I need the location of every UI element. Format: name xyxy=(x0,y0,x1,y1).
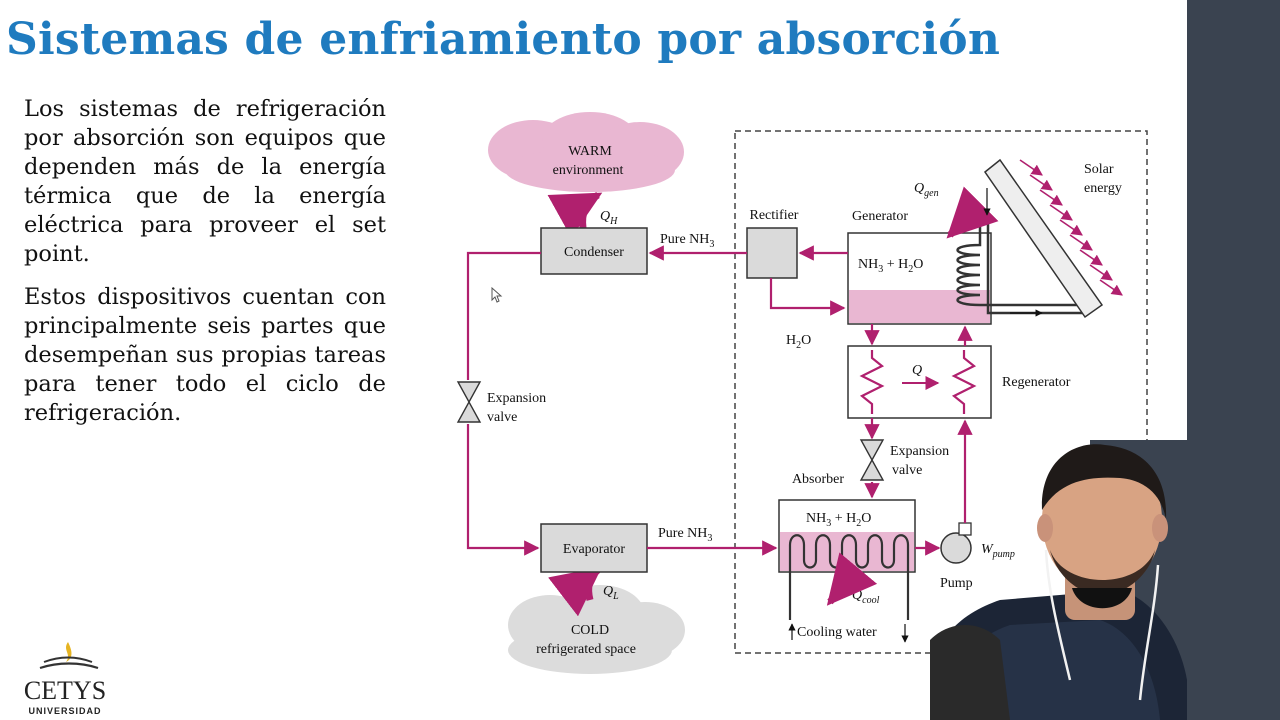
condenser-box xyxy=(540,227,648,275)
absorber-mixture-label: NH3 + H2O xyxy=(806,511,871,529)
absorber-label: Absorber xyxy=(792,472,844,487)
warm-environment-cloud: WARM environment xyxy=(488,112,684,192)
qh-label: QH xyxy=(600,209,618,227)
warm-label: WARM xyxy=(568,144,612,159)
expansion-valve-left xyxy=(456,381,482,423)
environment-label: environment xyxy=(553,163,624,178)
mouse-cursor-icon xyxy=(491,287,503,303)
expansion-valve-left-label-2: valve xyxy=(487,410,517,425)
pump-label: Pump xyxy=(940,576,973,591)
logo-sub: UNIVERSIDAD xyxy=(28,706,101,716)
q-regen-label: Q xyxy=(912,363,922,378)
flame-icon xyxy=(39,642,99,670)
ql-label: QL xyxy=(603,584,619,602)
wpump-label: Wpump xyxy=(981,542,1015,560)
qgen-label: Qgen xyxy=(914,181,939,199)
slide-title: Sistemas de enfriamiento por absorción xyxy=(6,14,1001,65)
expansion-valve-left-label-1: Expansion xyxy=(487,391,546,406)
cetys-logo: CETYS UNIVERSIDAD xyxy=(24,642,106,716)
expansion-valve-center-label-1: Expansion xyxy=(890,444,949,459)
cooling-water-label: Cooling water xyxy=(797,625,877,640)
h2o-label: H2O xyxy=(786,333,811,351)
qcool-label: Qcool xyxy=(852,588,880,606)
paragraph-parts: Estos dispositivos cuentan con principal… xyxy=(24,284,386,426)
solar-rays xyxy=(1019,159,1123,296)
solar-label: Solar xyxy=(1084,162,1114,177)
absorption-refrigeration-diagram: WARM environment COLD refrigerated space… xyxy=(456,112,1148,674)
refrigerated-space-label: refrigerated space xyxy=(536,642,636,657)
logo-name: CETYS xyxy=(24,676,106,705)
pure-nh3-top-label: Pure NH3 xyxy=(660,232,714,250)
pump-symbol xyxy=(940,532,972,564)
paragraph-intro: Los sistemas de refrigeración por absorc… xyxy=(24,96,386,267)
generator-mixture-label: NH3 + H2O xyxy=(858,257,923,275)
rectifier-box xyxy=(746,227,798,279)
condenser-label: Condenser xyxy=(564,245,624,260)
expansion-valve-center xyxy=(859,439,885,481)
cold-space-cloud: COLD refrigerated space xyxy=(508,585,685,674)
presenter-webcam xyxy=(930,440,1187,720)
pure-nh3-bottom-label: Pure NH3 xyxy=(658,526,712,544)
regenerator-label: Regenerator xyxy=(1002,375,1071,390)
evaporator-label: Evaporator xyxy=(563,542,626,557)
evaporator-box xyxy=(540,523,648,573)
energy-label: energy xyxy=(1084,181,1122,196)
generator-label: Generator xyxy=(852,209,908,224)
presentation-sidebar xyxy=(1187,0,1280,720)
expansion-valve-center-label-2: valve xyxy=(892,463,922,478)
rectifier-label: Rectifier xyxy=(750,208,799,223)
solar-panel xyxy=(983,158,1104,319)
cold-label: COLD xyxy=(571,623,609,638)
